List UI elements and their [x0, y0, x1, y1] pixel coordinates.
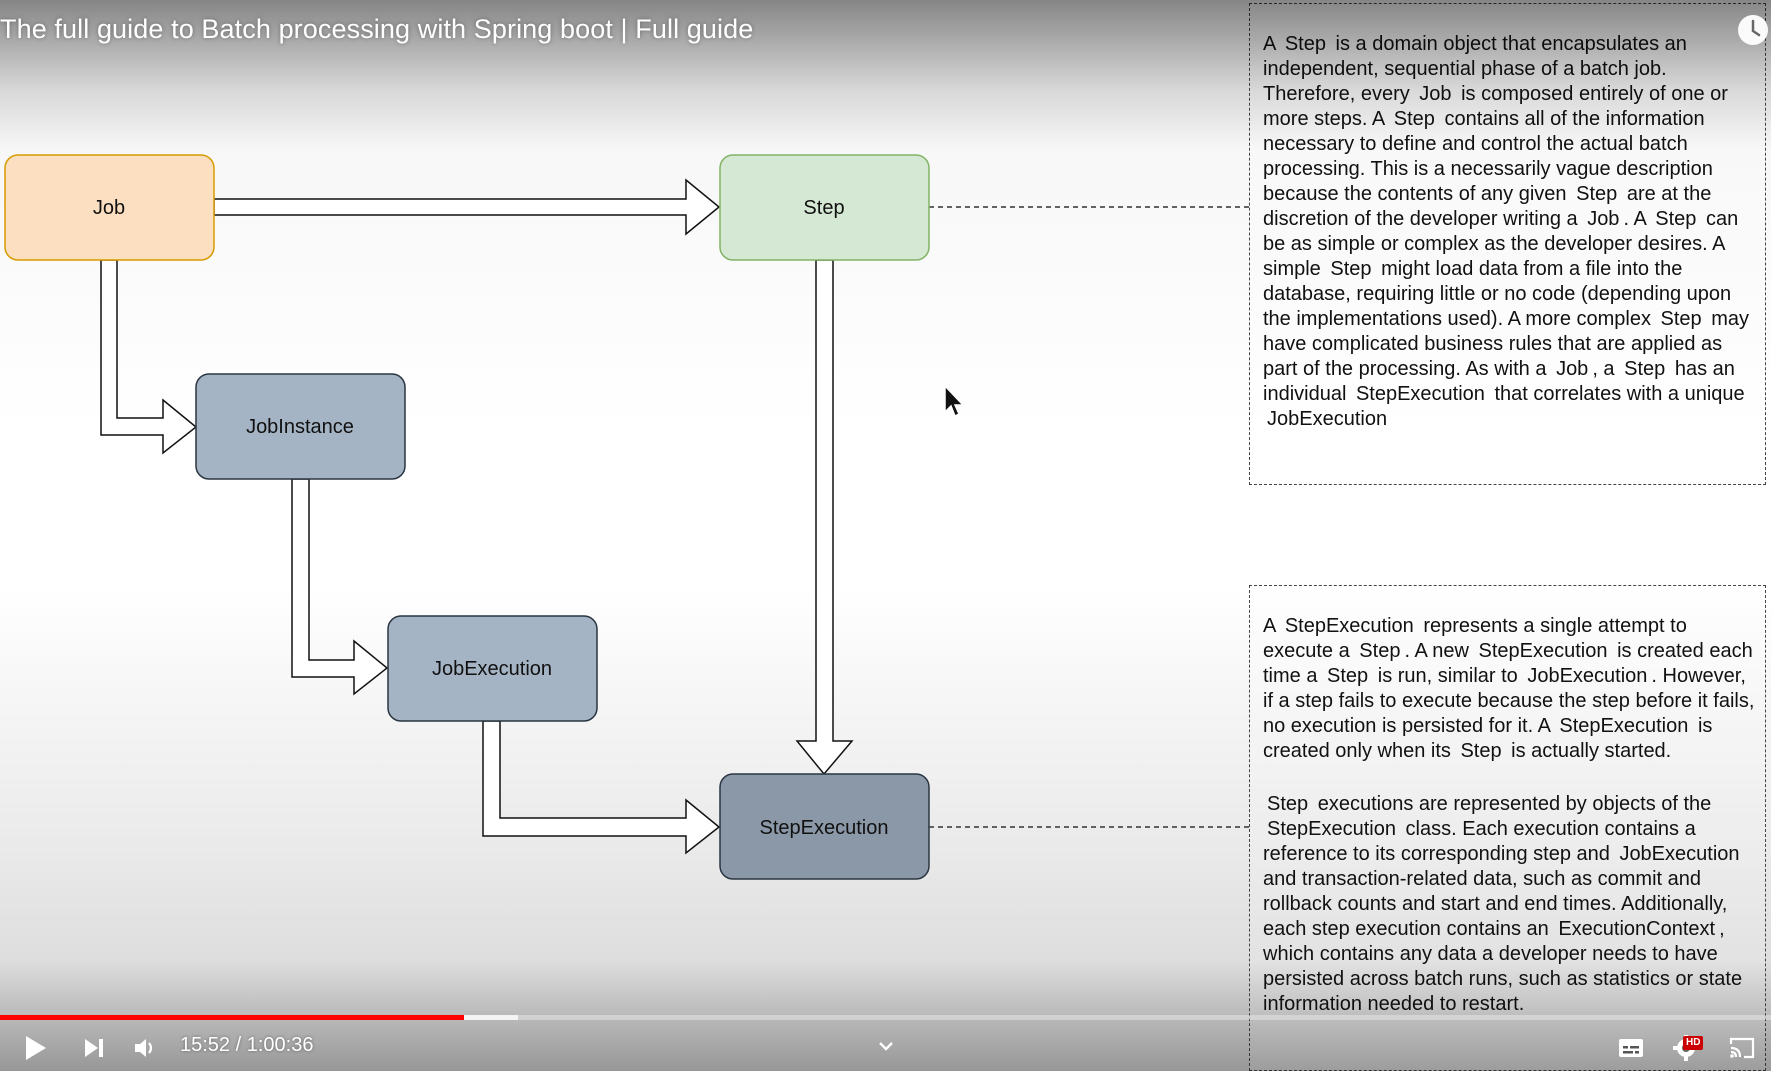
step-description-note: A Step is a domain object that encapsula… [1249, 3, 1766, 485]
node-job-label: Job [93, 197, 125, 219]
arrow-job-to-jobinstance [100, 259, 198, 455]
node-step-label: Step [803, 197, 844, 219]
progress-played [0, 1015, 464, 1020]
clock-icon[interactable] [1735, 12, 1771, 48]
arrow-job-to-step [213, 178, 721, 236]
arrow-step-to-stepexecution [795, 259, 854, 776]
cast-button[interactable] [1723, 1030, 1761, 1066]
current-time: 15:52 [180, 1034, 231, 1056]
arrow-jobexecution-to-stepexecution [482, 720, 721, 855]
node-jobinstance-label: JobInstance [246, 416, 354, 438]
step-note-paragraph: A Step is a domain object that encapsula… [1263, 33, 1750, 430]
stepexecution-note-paragraph-1: A StepExecution represents a single atte… [1263, 615, 1755, 762]
stepexecution-note-paragraph-2: Step executions are represented by objec… [1263, 793, 1743, 1015]
node-jobinstance: JobInstance [195, 373, 406, 480]
cast-icon [1729, 1037, 1755, 1059]
node-jobexecution: JobExecution [387, 615, 598, 722]
duration: 1:00:36 [246, 1034, 314, 1056]
subtitles-icon [1619, 1039, 1643, 1057]
node-step: Step [719, 154, 930, 261]
video-title[interactable]: The full guide to Batch processing with … [0, 14, 754, 44]
mute-button[interactable] [128, 1030, 164, 1066]
play-icon [26, 1036, 46, 1060]
mouse-cursor-icon [944, 384, 965, 418]
time-display: 15:52 / 1:00:36 [180, 1034, 314, 1056]
subtitles-button[interactable] [1613, 1030, 1649, 1066]
node-job: Job [4, 154, 215, 261]
play-button[interactable] [18, 1030, 54, 1066]
chapters-toggle[interactable] [868, 1028, 904, 1064]
arrow-jobinstance-to-jobexecution [291, 478, 389, 696]
volume-icon [135, 1039, 153, 1057]
node-stepexecution: StepExecution [719, 773, 930, 880]
hd-badge: HD [1683, 1036, 1704, 1050]
node-jobexecution-label: JobExecution [432, 658, 552, 680]
stepexecution-description-note: A StepExecution represents a single atte… [1249, 585, 1766, 1071]
chevron-down-icon [879, 1042, 893, 1051]
progress-bar[interactable] [0, 1015, 1771, 1020]
next-video-button[interactable] [76, 1030, 112, 1066]
skip-next-icon [85, 1039, 103, 1057]
node-stepexecution-label: StepExecution [760, 817, 889, 839]
